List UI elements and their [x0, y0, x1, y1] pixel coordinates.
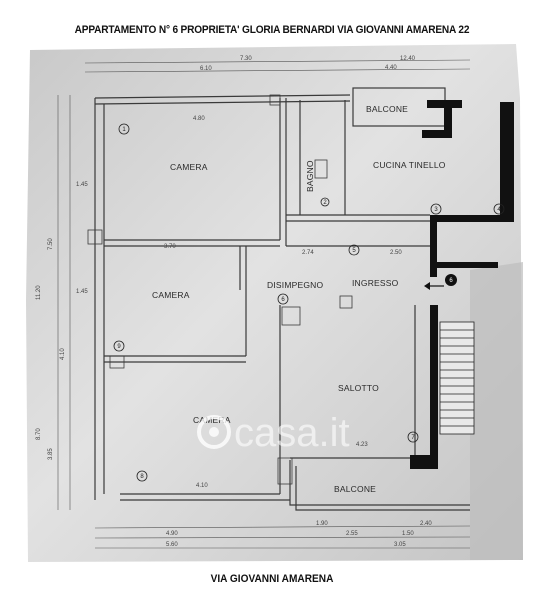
dim-bottom-a: 4.90	[166, 531, 178, 537]
dim-bottom-g: 1.90	[316, 521, 328, 527]
marker-4: 4	[497, 207, 501, 213]
watermark: casa.it	[197, 411, 350, 455]
structural-walls	[410, 100, 514, 469]
marker-7: 7	[411, 435, 415, 441]
plan-title: APPARTAMENTO N° 6 PROPRIETA' GLORIA BERN…	[74, 24, 470, 36]
interior-walls	[94, 87, 470, 511]
marker-1: 1	[122, 127, 126, 133]
dim-bottom-e: 1.50	[402, 531, 414, 537]
paper-gray-edge	[470, 262, 523, 560]
paper-sheet	[26, 44, 523, 562]
room-label-salotto: SALOTTO	[338, 383, 379, 393]
dim-left-e: 4.10	[60, 348, 66, 360]
marker-entrance-label: 6	[449, 278, 453, 284]
room-label-camera-1: CAMERA	[170, 162, 208, 172]
room-label-balcone-bottom: BALCONE	[334, 484, 376, 494]
dim-ingresso: 2.50	[390, 250, 402, 256]
dim-left-c: 1.45	[76, 182, 88, 188]
street-label: VIA GIOVANNI AMARENA	[210, 573, 334, 585]
dim-left-f: 3.85	[48, 448, 54, 460]
dim-left-b: 11.20	[36, 285, 42, 300]
dim-top-c: 4.40	[385, 65, 397, 71]
marker-5: 5	[352, 248, 356, 254]
dim-left-g: 8.70	[36, 428, 42, 440]
fixtures	[87, 94, 353, 485]
room-label-ingresso: INGRESSO	[352, 278, 399, 288]
dim-bottom-b: 5.60	[166, 542, 178, 548]
room-label-disimpegno: DISIMPEGNO	[267, 280, 324, 290]
marker-8: 8	[140, 474, 144, 480]
dim-salotto: 4.23	[356, 442, 368, 448]
dim-bottom-c: 2.55	[346, 531, 358, 537]
dim-bottom-f: 2.40	[420, 521, 432, 527]
dim-camera2: 3.70	[164, 244, 176, 250]
marker-2: 2	[323, 200, 327, 206]
room-label-cucina: CUCINA TINELLO	[373, 160, 446, 170]
marker-9: 9	[117, 344, 121, 350]
dim-camera1: 4.80	[193, 116, 205, 122]
dim-disimpegno: 2.74	[302, 250, 314, 256]
marker-entrance	[445, 274, 457, 286]
entrance-arrow-icon	[424, 282, 444, 290]
marker-6: 6	[281, 297, 285, 303]
room-label-balcone-top: BALCONE	[366, 104, 408, 114]
room-label-camera-3: CAMERA	[193, 415, 231, 425]
watermark-text: casa.it	[234, 411, 350, 455]
dim-top-b: 6.10	[200, 66, 212, 72]
markers	[113, 123, 505, 482]
room-label-camera-2: CAMERA	[152, 290, 190, 300]
dim-left-d: 1.45	[76, 289, 88, 295]
dimension-lines	[57, 59, 471, 549]
dim-camera3: 4.10	[196, 483, 208, 489]
dim-top-a: 7.30	[240, 56, 252, 62]
room-label-bagno: BAGNO	[305, 160, 315, 192]
dim-top-d: 12.40	[400, 56, 416, 62]
staircase	[439, 321, 475, 435]
dim-left-a: 7.50	[48, 238, 54, 250]
marker-3: 3	[434, 207, 438, 213]
dim-bottom-d: 3.05	[394, 542, 406, 548]
